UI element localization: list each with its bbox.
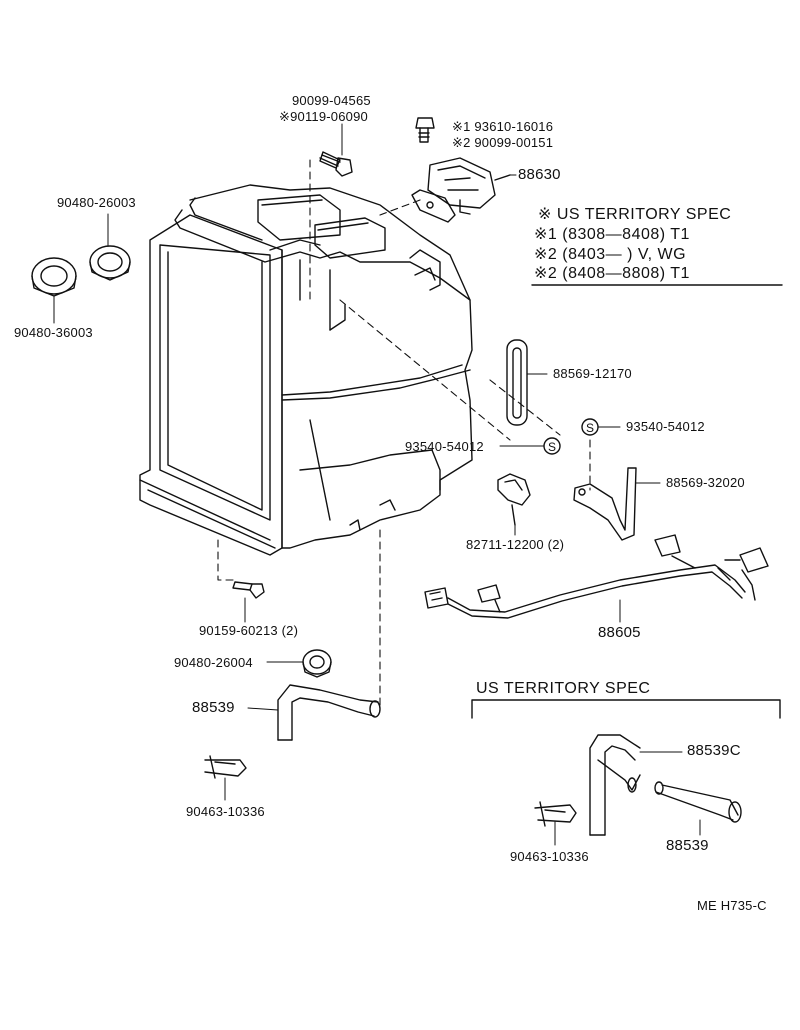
label-88539-b: 88539: [666, 837, 709, 854]
wire-harness-88605-icon: [424, 534, 769, 619]
label-88539c: 88539C: [687, 742, 741, 759]
hose-88539-icon-a: [277, 684, 381, 741]
spec-line-1: ※1 (8308—8408) T1: [534, 226, 690, 243]
relay-88630-icon: [411, 157, 511, 223]
label-93610-16016: ※1 93610-16016: [452, 119, 554, 134]
clamp-82711-12200-icon: [497, 473, 531, 526]
label-82711-12200: 82711-12200 (2): [466, 537, 565, 552]
screw-93610-16016-icon: [415, 117, 435, 143]
symbol-s-b: S: [586, 421, 594, 435]
label-93540-54012-b: 93540-54012: [626, 419, 705, 434]
grommet-90480-26004-icon: [302, 649, 332, 678]
diagram-code: ME H735-C: [697, 898, 767, 913]
label-88630: 88630: [518, 166, 561, 183]
grommet-90480-36003-icon: [31, 257, 77, 297]
label-90099-04565: 90099-04565: [292, 93, 371, 108]
hose-88539-icon-b: [654, 781, 742, 823]
label-90159-60213: 90159-60213 (2): [199, 623, 299, 638]
clip-90463-10336-icon-a: [204, 755, 247, 779]
label-88569-12170: 88569-12170: [553, 366, 632, 381]
label-88539-a: 88539: [192, 699, 235, 716]
dashed-leaders: [217, 159, 591, 706]
label-93540-54012-a: 93540-54012: [405, 439, 484, 454]
screw-90159-60213-icon: [232, 581, 265, 599]
label-88569-32020: 88569-32020: [666, 475, 745, 490]
label-90480-26003: 90480-26003: [57, 195, 136, 210]
symbol-s-a: S: [548, 440, 556, 454]
spec-line-2: ※2 (8403— ) V, WG: [534, 246, 687, 263]
spec-title: ※ US TERRITORY SPEC: [538, 206, 732, 223]
us-spec-bracket: [471, 699, 781, 719]
grommet-90480-26003-icon: [89, 245, 131, 281]
cooling-unit-housing: [139, 184, 473, 556]
hose-88539C-icon: [589, 734, 641, 836]
label-90480-26004: 90480-26004: [174, 655, 253, 670]
clip-90463-10336-icon-b: [534, 801, 577, 827]
label-90099-00151: ※2 90099-00151: [452, 135, 554, 150]
label-88605: 88605: [598, 624, 641, 641]
bracket-88569-12170-icon: [506, 339, 528, 426]
label-us-territory-spec: US TERRITORY SPEC: [476, 680, 651, 697]
label-90480-36003: 90480-36003: [14, 325, 93, 340]
bracket-88569-32020-icon: [573, 467, 637, 541]
spec-line-3: ※2 (8408—8808) T1: [534, 265, 690, 282]
label-90463-10336-a: 90463-10336: [186, 804, 265, 819]
solid-leaders: [53, 123, 701, 846]
label-90119-06090: ※90119-06090: [279, 109, 368, 124]
bolt-90099-04565-icon: [319, 151, 353, 177]
label-90463-10336-b: 90463-10336: [510, 849, 589, 864]
